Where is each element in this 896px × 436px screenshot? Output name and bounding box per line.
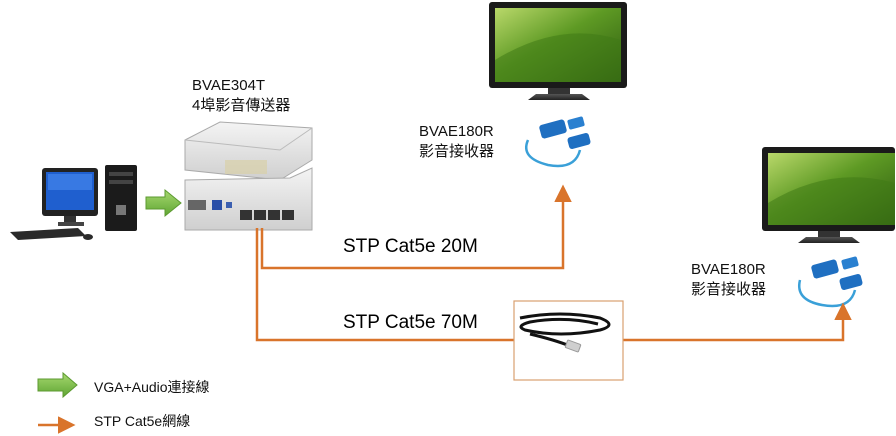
transmitter-device	[184, 121, 313, 231]
transmitter-desc: 4埠影音傳送器	[192, 97, 291, 114]
cable-70m-line	[255, 228, 514, 342]
desktop-pc	[10, 165, 137, 240]
receiver-1-device	[525, 116, 591, 168]
cable-20m-label: STP Cat5e 20M	[343, 236, 478, 257]
monitor-2	[762, 147, 895, 243]
cable-70m-line-right	[623, 302, 852, 342]
receiver-2-device	[798, 256, 863, 308]
legend-vga-audio: VGA+Audio連接線	[94, 379, 210, 395]
receiver-2-label: BVAE180R 影音接收器	[691, 260, 766, 300]
legend-stp-cable: STP Cat5e網線	[94, 413, 191, 429]
cable-70m-label: STP Cat5e 70M	[343, 312, 478, 333]
transmitter-label: BVAE304T 4埠影音傳送器	[192, 76, 290, 116]
monitor-1	[489, 2, 627, 100]
transmitter-model: BVAE304T	[192, 77, 266, 94]
receiver-1-model: BVAE180R	[419, 123, 494, 140]
vga-arrow-main	[145, 188, 182, 218]
receiver-2-desc: 影音接收器	[691, 281, 767, 298]
cable-20m-line	[260, 184, 572, 270]
receiver-1-label: BVAE180R 影音接收器	[419, 122, 494, 162]
legend-green-arrow-icon	[37, 371, 78, 399]
receiver-2-model: BVAE180R	[691, 261, 766, 278]
receiver-1-desc: 影音接收器	[419, 143, 495, 160]
cable-photo	[513, 300, 624, 381]
